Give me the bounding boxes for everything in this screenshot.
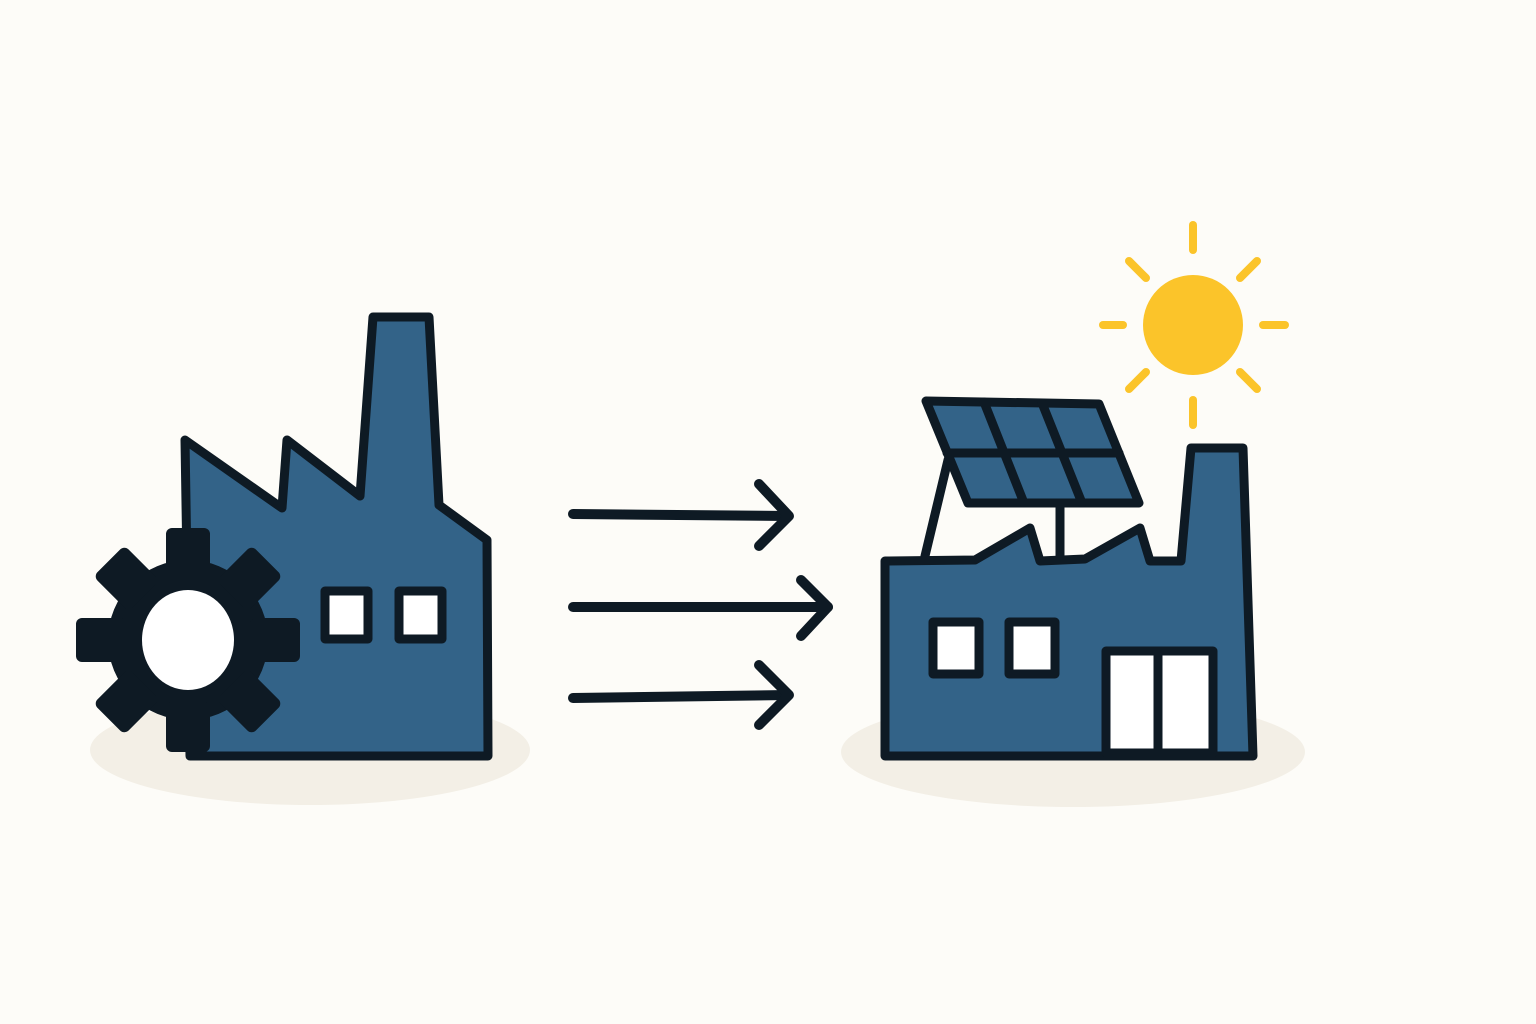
gear-hole bbox=[142, 590, 234, 690]
window-icon bbox=[1004, 617, 1060, 679]
panel-grid bbox=[942, 397, 1124, 508]
arrow-right-icon bbox=[568, 575, 833, 641]
solar-panel-icon bbox=[920, 396, 1144, 561]
window-icon bbox=[320, 586, 373, 644]
sun-disc bbox=[1143, 275, 1243, 375]
arrow-right-icon bbox=[568, 660, 794, 730]
arrow-right-icon bbox=[568, 479, 794, 551]
window-icon bbox=[394, 586, 447, 644]
gear-teeth bbox=[76, 528, 300, 752]
window-icon bbox=[928, 617, 984, 679]
panel-strut bbox=[920, 455, 953, 561]
sun-icon bbox=[1099, 221, 1289, 429]
gear-icon bbox=[76, 528, 300, 752]
arrows bbox=[568, 479, 833, 730]
factory-icon-right bbox=[880, 443, 1258, 761]
sun-rays bbox=[1099, 221, 1289, 429]
